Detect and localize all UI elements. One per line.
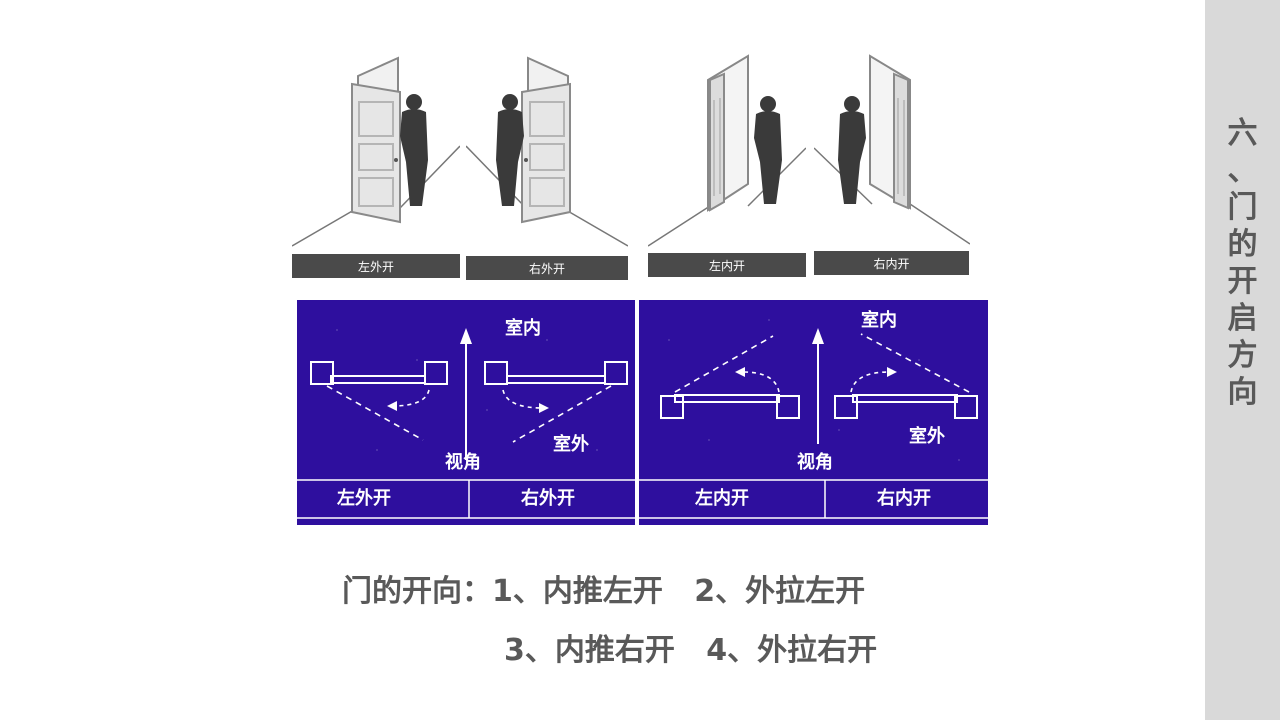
summary-line-1: 门的开向：1、内推左开 2、外拉左开 (342, 574, 866, 609)
door-caption: 右内开 (814, 251, 969, 275)
door-illustration-left-in (648, 54, 806, 254)
title-char: 、 (1227, 153, 1258, 188)
door-caption: 右外开 (466, 256, 628, 280)
door-illustration-right-in (814, 54, 970, 252)
view-label: 视角 (445, 451, 481, 473)
outdoor-label: 室外 (553, 433, 589, 455)
plan-diagram-inward: 室内 室外 视角 左内开 右内开 (639, 300, 988, 525)
door-caption: 左外开 (292, 254, 460, 278)
title-char: 门 (1227, 190, 1258, 225)
title-char: 六 (1227, 116, 1258, 151)
title-char: 方 (1227, 338, 1258, 373)
title-char: 的 (1227, 227, 1258, 262)
title-char: 启 (1227, 301, 1258, 336)
title-char: 向 (1227, 375, 1258, 410)
door-illustration-right-out (466, 56, 628, 254)
door-illustration-left-out (292, 56, 460, 254)
outdoor-label: 室外 (909, 425, 945, 447)
sidebar: 六 、 门 的 开 启 方 向 (1205, 0, 1280, 720)
summary-line-2: 3、内推右开 4、外拉右开 (504, 633, 878, 668)
plan-diagram-outward: 室内 室外 视角 左外开 右外开 (297, 300, 635, 525)
plan-cell: 左内开 (695, 487, 749, 509)
slide-title: 六 、 门 的 开 启 方 向 (1205, 115, 1280, 411)
door-caption: 左内开 (648, 253, 806, 277)
plan-cell: 右内开 (877, 487, 931, 509)
plan-cell: 左外开 (337, 487, 391, 509)
plan-cell: 右外开 (521, 487, 575, 509)
view-label: 视角 (797, 451, 833, 473)
indoor-label: 室内 (861, 309, 897, 331)
indoor-label: 室内 (505, 317, 541, 339)
title-char: 开 (1227, 264, 1258, 299)
